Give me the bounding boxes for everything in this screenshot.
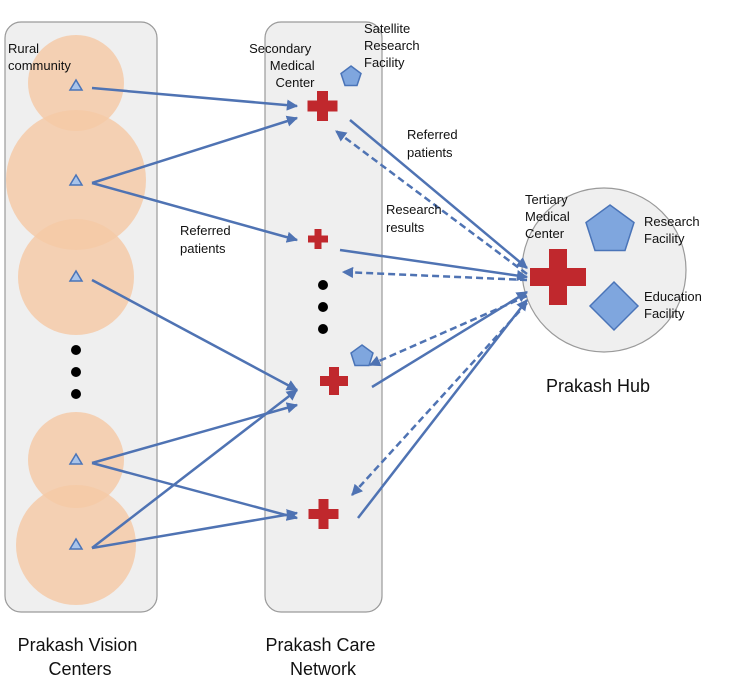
arrow <box>91 115 299 185</box>
ellipsis-dot <box>318 324 328 334</box>
diamond-facility-icon <box>588 280 640 332</box>
prakash-hub-label: Prakash Hub <box>546 376 650 396</box>
referred-patients-left-label: Referred patients <box>180 223 234 256</box>
dashed-arrow <box>368 294 528 367</box>
village-triangle-icon <box>68 269 84 282</box>
result-arrows <box>335 129 528 496</box>
arrow <box>91 402 299 465</box>
ellipsis-dot <box>71 389 81 399</box>
tertiary-medical-center-label: Tertiary Medical Center <box>525 192 573 241</box>
village-triangle-icon <box>68 452 84 465</box>
dashed-arrow <box>341 266 528 282</box>
vision-ellipsis-dots <box>71 345 81 399</box>
village-triangle-icon <box>68 78 84 91</box>
referral-arrows <box>91 86 529 550</box>
arrow <box>91 181 299 243</box>
ellipsis-dot <box>71 345 81 355</box>
village-triangle-icon <box>68 537 84 550</box>
arrow <box>91 278 298 392</box>
hospital-cross-icon <box>320 367 348 395</box>
pentagon-facility-icon <box>340 65 362 87</box>
care-ellipsis-dots <box>318 280 328 334</box>
village-triangles <box>68 78 84 550</box>
hospital-cross-icon <box>308 229 328 249</box>
care-network-label: Prakash Care Network <box>265 635 380 679</box>
dashed-arrow <box>335 129 528 276</box>
arrow <box>357 299 528 519</box>
arrow <box>349 119 528 269</box>
education-facility-label: Education Facility <box>644 289 705 321</box>
referred-patients-top-label: Referred patients <box>407 127 461 160</box>
facility-shapes <box>340 65 640 367</box>
hospital-cross-icon <box>307 91 338 121</box>
hospital-cross-icon <box>308 499 339 529</box>
arrow <box>91 509 299 550</box>
ellipsis-dot <box>318 280 328 290</box>
arrow <box>91 86 299 111</box>
rural-community-label: Rural community <box>8 41 71 73</box>
hospital-crosses <box>307 91 586 529</box>
research-results-label: Research results <box>386 202 445 235</box>
pentagon-facility-icon <box>585 204 635 252</box>
vision-centers-label: Prakash Vision Centers <box>18 635 143 679</box>
research-facility-label: Research Facility <box>644 214 703 246</box>
arrow <box>91 461 299 521</box>
satellite-research-facility-label: Satellite Research Facility <box>364 21 423 70</box>
secondary-medical-center-label: Secondary Medical Center <box>249 41 318 90</box>
care-network-panel <box>264 21 383 613</box>
hospital-cross-icon <box>530 249 586 305</box>
ellipsis-dot <box>71 367 81 377</box>
village-triangle-icon <box>68 173 84 186</box>
arrow <box>339 248 529 282</box>
ellipsis-dot <box>318 302 328 312</box>
arrow <box>91 389 298 549</box>
pentagon-facility-icon <box>350 344 374 367</box>
